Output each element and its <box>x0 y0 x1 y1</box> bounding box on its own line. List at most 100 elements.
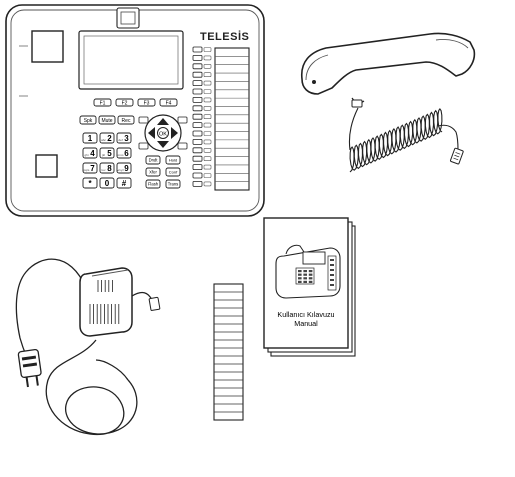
navigation-cluster: OK <box>138 114 188 152</box>
dss-key <box>192 172 203 179</box>
manual-title-line1: Kullanıcı Kılavuzu <box>277 310 334 319</box>
keypad-digit: 2 <box>107 134 112 143</box>
key-mute-label: Mute <box>101 118 112 124</box>
function-key-f2-label: F2 <box>122 100 128 106</box>
key-hold: Hold <box>165 155 181 165</box>
dss-led <box>203 106 212 111</box>
dss-key <box>192 147 203 154</box>
dss-key <box>192 180 203 187</box>
nav-up-icon <box>157 118 169 125</box>
keypad-digit: 5 <box>107 149 112 158</box>
keypad-digit: 0 <box>105 179 110 188</box>
lcd-screen <box>78 30 184 90</box>
keypad-digit: 6 <box>124 149 129 158</box>
dss-key <box>192 164 203 171</box>
dss-key <box>192 105 203 112</box>
key-trans-label: Trans <box>168 182 179 187</box>
key-hold-label: Hold <box>169 157 177 162</box>
function-key-f3: F3 <box>137 98 156 107</box>
coiled-handset-cord <box>348 107 464 173</box>
function-key-f4-label: F4 <box>166 100 172 106</box>
function-key-f4: F4 <box>159 98 178 107</box>
key-flash: Flash <box>145 179 161 189</box>
dss-led <box>203 139 212 145</box>
keypad-letters: ghi <box>84 153 88 157</box>
keypad-digit: 1 <box>88 134 93 143</box>
function-key-f1: F1 <box>93 98 112 107</box>
dss-led <box>203 156 212 161</box>
dss-key <box>192 88 203 95</box>
dss-led <box>203 181 212 187</box>
dss-led <box>203 97 212 103</box>
keypad-key-1: 1 <box>82 132 98 144</box>
manual-title-line2: Manual <box>294 319 318 328</box>
dss-key <box>192 155 203 162</box>
function-key-f3-label: F3 <box>144 100 150 106</box>
brand-logo: TELESİS <box>200 30 249 43</box>
keypad-letters: jkl <box>101 153 105 157</box>
function-key-f1-label: F1 <box>100 100 106 106</box>
key-dndt-label: Dndt <box>149 158 159 163</box>
key-rec-label: Rec <box>122 118 131 124</box>
power-adapter <box>15 258 161 436</box>
keypad-digit: * <box>88 179 92 188</box>
dss-led <box>203 173 212 178</box>
keypad-letters: wxyz <box>117 168 124 172</box>
keypad-digit: 7 <box>90 164 95 173</box>
dss-key <box>192 113 203 120</box>
keypad-letters: abc <box>101 138 106 142</box>
key-conf: Conf <box>165 167 181 177</box>
function-keys: F1 F2 F3 F4 <box>93 98 178 107</box>
dss-key <box>192 55 203 61</box>
dss-key <box>192 97 203 103</box>
key-spk: Spk <box>79 115 97 125</box>
dss-led <box>203 55 212 61</box>
dss-key <box>192 63 203 70</box>
keypad-letters: mno <box>118 153 124 157</box>
label-strip-sheet <box>213 283 244 421</box>
dss-key <box>192 80 203 86</box>
left-function-keys: Spk Mute Rec <box>79 115 135 125</box>
dss-led <box>203 131 212 136</box>
dss-led <box>203 80 212 86</box>
dss-led <box>203 148 212 153</box>
manual-phone-illustration <box>275 244 341 299</box>
dss-key <box>192 122 203 128</box>
nav-ok-label: OK <box>159 131 167 137</box>
keypad-key-hash: # <box>116 177 132 189</box>
dss-key <box>192 71 203 78</box>
keypad-digit: 9 <box>124 164 129 173</box>
dss-led <box>203 122 212 128</box>
key-xfer-label: Xfer <box>149 170 157 175</box>
keypad-letters: def <box>118 138 122 142</box>
callout-box-bottom <box>35 154 58 178</box>
key-flash-label: Flash <box>148 182 159 187</box>
dss-key <box>192 46 203 53</box>
key-trans: Trans <box>165 179 181 189</box>
key-conf-label: Conf <box>169 169 178 174</box>
handset <box>301 32 476 108</box>
dss-led <box>203 164 212 170</box>
keypad-key-star: * <box>82 177 98 189</box>
dss-key <box>192 130 203 137</box>
key-xfer: Xfer <box>145 167 161 177</box>
function-key-f2: F2 <box>115 98 134 107</box>
keypad-digit: # <box>122 179 127 188</box>
dss-key-column <box>192 46 212 187</box>
dss-key <box>192 138 203 145</box>
nav-left-icon <box>148 127 155 139</box>
hook-switch <box>116 7 140 29</box>
key-spk-label: Spk <box>84 118 93 124</box>
nav-down-icon <box>157 141 169 148</box>
